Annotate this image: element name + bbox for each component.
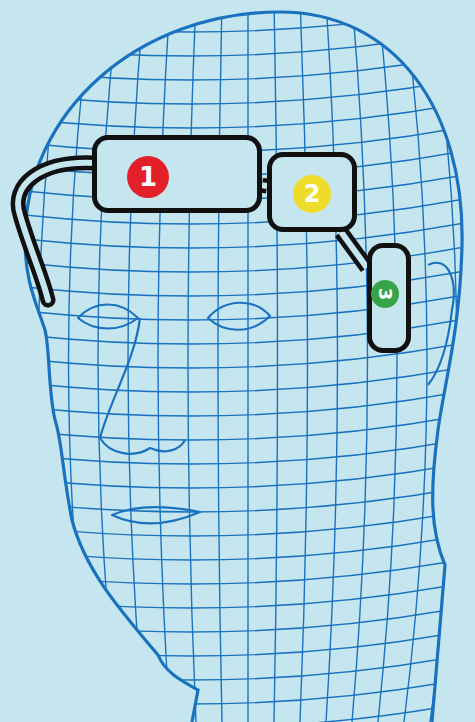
nose [100, 318, 185, 454]
strap-connector [341, 232, 367, 268]
mouth [112, 507, 200, 523]
electrode-pad: 3 [367, 243, 411, 353]
electrode-pad: 1 [92, 135, 262, 213]
right-eye [208, 303, 270, 330]
electrode-pad: 2 [267, 152, 357, 232]
callout-number: 2 [293, 175, 331, 213]
left-eye [78, 305, 138, 329]
head-outline [25, 12, 462, 722]
head-strap [18, 163, 96, 300]
callout-number: 1 [127, 156, 169, 198]
callout-number: 3 [371, 280, 399, 308]
